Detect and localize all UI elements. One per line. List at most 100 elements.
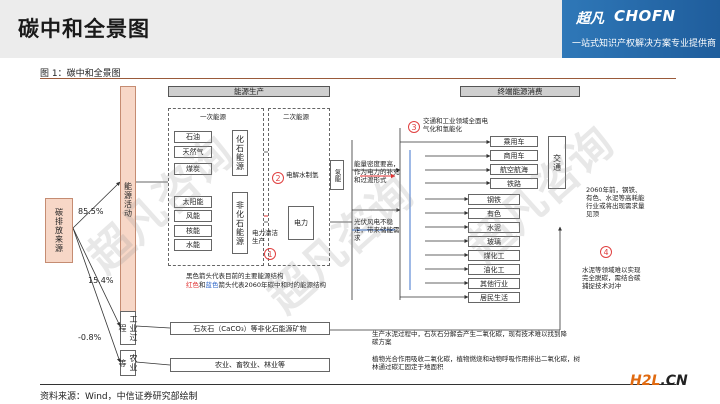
primary-energy-label: 一次能源: [200, 113, 226, 121]
renewable-item-wind[interactable]: 风能: [174, 210, 212, 222]
transport-item-commercial-label: 商用车: [503, 151, 525, 160]
branch-agriculture[interactable]: 农业等: [118, 350, 138, 376]
transport-item-passenger-label: 乘用车: [503, 137, 525, 146]
industry-item-oil-chem[interactable]: 油化工: [468, 264, 520, 275]
transport-item-rail[interactable]: 铁路: [490, 178, 538, 189]
note-hydrogen-storage: 能量密度要高，作为电力的补充和过渡形式: [354, 160, 400, 185]
legend-note-line1: 黑色箭头代表目前的主要能源结构: [186, 272, 284, 280]
source-note: 资料来源：Wind，中信证券研究部绘制: [40, 392, 198, 402]
h2l-logo-a: H2L: [630, 373, 661, 389]
clean-power-label: 电力清洁生产: [252, 229, 278, 246]
electrolysis-text: 电解水制氢: [286, 171, 319, 179]
note-transport-electrification: 交通和工业领域全面电气化和氢能化: [423, 117, 488, 134]
brand-name-cn: 超凡: [576, 11, 604, 27]
industry-item-coal-chem-label: 煤化工: [483, 251, 505, 260]
limestone-label: 石灰石（CaCO₃）等非化石能源矿物: [193, 324, 307, 333]
brand-tagline: 一站式知识产权解决方案专业提供商: [572, 39, 717, 49]
limestone-box[interactable]: 石灰石（CaCO₃）等非化石能源矿物: [170, 322, 330, 335]
note-renewable-storage: 光伏风电不稳定，带来储能需求: [354, 218, 400, 243]
industry-item-residential[interactable]: 居民生活: [468, 292, 520, 303]
top-rule: [40, 78, 676, 79]
branch-energy-activity[interactable]: 能源活动: [120, 86, 136, 314]
industry-item-cement-label: 水泥: [487, 223, 501, 232]
industry-item-nonferrous[interactable]: 有色: [468, 208, 520, 219]
fossil-energy-box[interactable]: 化石能源: [232, 130, 248, 176]
bottom-rule: [40, 384, 676, 385]
legend-note-rest: 箭头代表2060年碳中和时的能源结构: [218, 281, 327, 289]
header-bar: 碳中和全景图 超凡 CHOFN 一站式知识产权解决方案专业提供商: [0, 0, 720, 58]
carbon-source-root-label: 碳排放来源: [54, 208, 64, 253]
note-marker-3: 3: [408, 121, 420, 133]
fossil-energy-label: 化石能源: [235, 135, 245, 171]
branch-industrial-process[interactable]: 工业过程: [118, 311, 138, 345]
electricity-box[interactable]: 电力: [288, 206, 314, 240]
pct-industry: 15.4%: [88, 276, 114, 285]
hydrogen-box[interactable]: 氢能: [330, 160, 344, 190]
note-agriculture-carbon: 植物光合作用吸收二氧化碳，植物燃烧和动物呼吸作用排出二氧化碳，树林通过碳汇固定于…: [372, 355, 580, 372]
renewable-item-solar[interactable]: 太阳能: [174, 196, 212, 208]
renewable-item-wind-label: 风能: [186, 212, 200, 220]
branch-energy-activity-label: 能源活动: [123, 182, 133, 218]
transport-item-rail-label: 铁路: [507, 179, 521, 188]
renewable-item-solar-label: 太阳能: [182, 198, 204, 206]
note-limestone-process: 生产水泥过程中，石灰石分解会产生二氧化碳，现有技术难以找到降碳方案: [372, 330, 567, 347]
fossil-item-oil-label: 石油: [186, 133, 200, 141]
fossil-item-coal-label: 煤炭: [186, 165, 200, 173]
h2l-logo[interactable]: H2L.CN: [630, 373, 688, 389]
pct-agriculture: -0.8%: [78, 333, 102, 342]
legend-note-line2: 红色和蓝色箭头代表2060年碳中和时的能源结构: [186, 281, 326, 289]
industry-item-oil-chem-label: 油化工: [483, 265, 505, 274]
industry-item-glass-label: 玻璃: [487, 237, 501, 246]
carbon-source-root[interactable]: 碳排放来源: [45, 198, 73, 263]
legend-blue-word: 蓝色: [205, 281, 219, 289]
transport-item-passenger[interactable]: 乘用车: [490, 136, 538, 147]
legend-red-word: 红色: [186, 281, 199, 289]
renewable-item-hydro[interactable]: 水能: [174, 239, 212, 251]
secondary-energy-label: 二次能源: [283, 113, 309, 121]
brand-name-en: CHOFN: [614, 7, 676, 25]
renewable-item-nuclear-label: 核能: [186, 227, 200, 235]
fossil-item-oil[interactable]: 石油: [174, 131, 212, 143]
figure-title: 图 1：碳中和全景图: [40, 69, 121, 79]
note-metals-peak: 2060年前，钢铁、有色、水泥等高耗能行业或将出现需求量见顶: [586, 186, 645, 219]
renewable-item-hydro-label: 水能: [186, 241, 200, 249]
transport-group-label: 交通: [552, 153, 562, 172]
industry-item-steel-label: 钢铁: [487, 195, 501, 204]
fossil-item-gas[interactable]: 天然气: [174, 146, 212, 158]
industry-item-glass[interactable]: 玻璃: [468, 236, 520, 247]
section-header-production: 能源生产: [168, 86, 330, 97]
transport-item-aviation-label: 航空航海: [500, 165, 528, 174]
fossil-item-coal[interactable]: 煤炭: [174, 163, 212, 175]
note-cement-ccs: 水泥等领域难以实现完全脱碳，需结合碳捕捉技术对冲: [582, 266, 641, 291]
hydrogen-label: 氢能: [333, 168, 341, 182]
industry-item-coal-chem[interactable]: 煤化工: [468, 250, 520, 261]
industry-item-steel[interactable]: 钢铁: [468, 194, 520, 205]
pct-energy: 85.5%: [78, 207, 104, 216]
transport-item-commercial[interactable]: 商用车: [490, 150, 538, 161]
brand-logo[interactable]: 超凡 CHOFN 一站式知识产权解决方案专业提供商: [562, 0, 720, 58]
page-title: 碳中和全景图: [18, 17, 150, 41]
nonfossil-energy-box[interactable]: 非化石能源: [232, 192, 248, 254]
industry-item-nonferrous-label: 有色: [487, 209, 501, 218]
agriculture-box[interactable]: 农业、畜牧业、林业等: [170, 358, 330, 372]
renewable-item-nuclear[interactable]: 核能: [174, 225, 212, 237]
agriculture-label: 农业、畜牧业、林业等: [215, 361, 285, 369]
electrolysis-label: 电解水制氢: [286, 171, 319, 179]
section-header-consumption: 终端能源消费: [460, 86, 580, 97]
transport-group-box[interactable]: 交通: [548, 136, 566, 189]
fossil-item-gas-label: 天然气: [182, 148, 204, 156]
nonfossil-energy-label: 非化石能源: [235, 200, 245, 246]
transport-item-aviation[interactable]: 航空航海: [490, 164, 538, 175]
branch-agriculture-label: 农业等: [118, 354, 138, 372]
note-marker-4: 4: [600, 246, 612, 258]
legend-and-word: 和: [199, 281, 206, 289]
h2l-logo-b: .CN: [660, 373, 688, 389]
section-header-production-label: 能源生产: [234, 87, 264, 96]
industry-item-other-label: 其他行业: [480, 279, 508, 288]
electricity-label: 电力: [294, 219, 308, 227]
section-header-consumption-label: 终端能源消费: [497, 87, 543, 96]
industry-item-other[interactable]: 其他行业: [468, 278, 520, 289]
note-marker-2: 2: [272, 172, 284, 184]
industry-item-residential-label: 居民生活: [480, 293, 508, 302]
industry-item-cement[interactable]: 水泥: [468, 222, 520, 233]
